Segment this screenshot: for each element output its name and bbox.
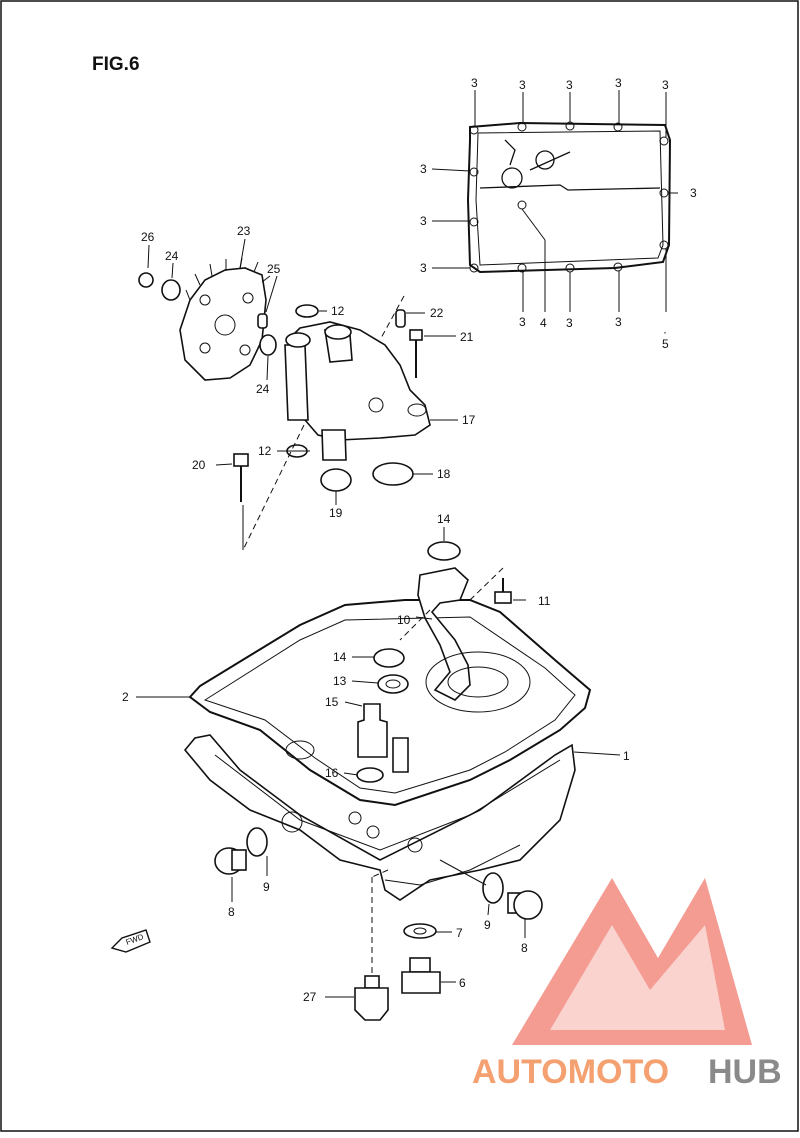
- callout-3: 3: [420, 162, 427, 176]
- callout-9: 9: [484, 918, 491, 932]
- callout-26: 26: [141, 230, 155, 244]
- callout-27: 27: [303, 990, 317, 1004]
- callout-9: 9: [263, 880, 270, 894]
- callout-20: 20: [192, 458, 206, 472]
- pump-leader-lines: [147, 238, 458, 551]
- callout-3: 3: [471, 76, 478, 90]
- callout-labels: 1 2 3 3 3 3 3 3 3 3 3 3 3 3 4 5 6 7 8 8 …: [122, 76, 697, 1004]
- watermark-logo: [512, 878, 752, 1045]
- fwd-arrow-icon: [110, 929, 151, 953]
- callout-3: 3: [662, 78, 669, 92]
- callout-12: 12: [258, 444, 272, 458]
- callout-13: 13: [333, 674, 347, 688]
- callout-12: 12: [331, 304, 345, 318]
- plug-6: [401, 957, 441, 994]
- oil-pump-cover-gasket: [466, 121, 672, 274]
- callout-14: 14: [333, 650, 347, 664]
- pan-leader-lines: [136, 527, 621, 998]
- pin-22: [395, 309, 406, 328]
- callout-8: 8: [228, 905, 235, 919]
- drain-plug-8-left: [214, 847, 247, 875]
- drain-plug-8-right: [507, 890, 543, 920]
- callout-23: 23: [237, 224, 251, 238]
- o-ring-12-top: [295, 304, 319, 318]
- o-ring-14-mid: [373, 648, 405, 668]
- washer-9-left: [246, 827, 268, 857]
- oil-pan: [183, 734, 576, 901]
- oil-pan-gasket: [188, 599, 592, 807]
- callout-3: 3: [690, 186, 697, 200]
- o-ring-16: [356, 767, 384, 783]
- sensor-27: [354, 975, 389, 1021]
- gasket-holes: [469, 121, 669, 273]
- gasket-7: [403, 923, 437, 939]
- callout-3: 3: [519, 315, 526, 329]
- watermark-text-automoto: AUTOMOTO: [472, 1053, 669, 1091]
- callout-22: 22: [430, 306, 444, 320]
- o-ring-18: [372, 462, 414, 486]
- callout-6: 6: [459, 976, 466, 990]
- callout-11: 11: [538, 594, 551, 608]
- callout-1: 1: [623, 749, 630, 763]
- callout-2: 2: [122, 690, 129, 704]
- o-ring-14-top: [427, 541, 461, 561]
- callout-3: 3: [566, 316, 573, 330]
- callout-4: 4: [540, 316, 547, 330]
- callout-5: 5: [662, 337, 669, 351]
- callout-16: 16: [325, 766, 339, 780]
- circlip-26: [138, 272, 154, 288]
- callout-14: 14: [437, 512, 451, 526]
- callout-3: 3: [615, 76, 622, 90]
- callout-7: 7: [456, 926, 463, 940]
- callout-17: 17: [462, 413, 476, 427]
- bolt-11: [494, 578, 512, 604]
- callout-3: 3: [566, 78, 573, 92]
- seal-13: [377, 674, 409, 694]
- relief-valve-15: [357, 703, 409, 773]
- callout-24: 24: [256, 382, 270, 396]
- oil-pump-gear: [179, 257, 271, 381]
- callout-3: 3: [420, 214, 427, 228]
- pin-25: [257, 313, 268, 329]
- callout-3: 3: [420, 261, 427, 275]
- callout-18: 18: [437, 467, 451, 481]
- callout-5-separator-dot: ·: [663, 325, 667, 339]
- callout-24: 24: [165, 249, 179, 263]
- bolt-21: [409, 329, 423, 378]
- callout-19: 19: [329, 506, 343, 520]
- o-ring-19: [320, 468, 352, 492]
- watermark-text-hub: HUB: [708, 1053, 782, 1091]
- oil-pump-body: [284, 321, 431, 461]
- callout-10: 10: [397, 613, 411, 627]
- washer-24-bottom: [259, 334, 277, 356]
- figure-title: FIG.6: [92, 54, 140, 75]
- callout-3: 3: [615, 315, 622, 329]
- callout-15: 15: [325, 695, 339, 709]
- callout-25: 25: [267, 262, 281, 276]
- callout-3: 3: [519, 78, 526, 92]
- gasket-leader-lines: [431, 90, 678, 312]
- callout-21: 21: [460, 330, 474, 344]
- callout-8: 8: [521, 941, 528, 955]
- washer-9-right: [482, 872, 504, 904]
- bolt-20: [233, 453, 249, 502]
- oil-strainer-pipe: [417, 567, 531, 713]
- washer-24-top: [161, 279, 181, 301]
